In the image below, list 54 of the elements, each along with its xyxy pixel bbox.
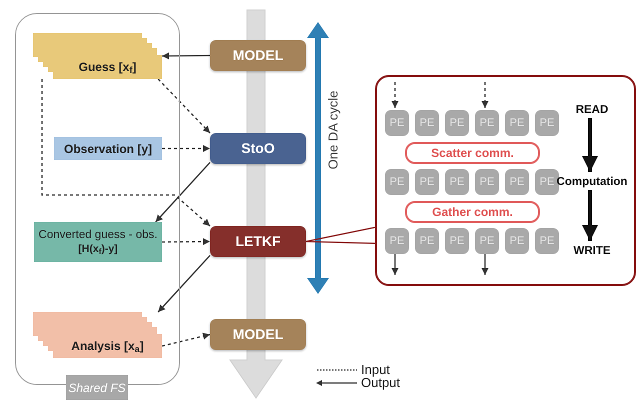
file-label: Guess [x$_{f}$]: [78, 59, 136, 76]
processing-element-box: PE: [475, 228, 499, 254]
arrow: [392, 252, 398, 275]
arrow: [162, 332, 210, 347]
data-box: [34, 222, 162, 262]
box-label: [H(x$_{f}$)-y]: [78, 242, 118, 256]
process-box: MODEL: [210, 40, 306, 71]
cycle-label: One DA cycle: [324, 90, 342, 170]
process-box: MODEL: [210, 319, 306, 350]
arrow: [162, 145, 210, 152]
processing-element-box: PE: [505, 110, 529, 136]
legend-label: Output: [361, 376, 400, 389]
processing-element-box: PE: [415, 110, 439, 136]
processing-element-box: PE: [535, 110, 559, 136]
processing-element-box: PE: [385, 110, 409, 136]
processing-element-box: PE: [505, 169, 529, 195]
step-label: WRITE: [569, 243, 615, 261]
processing-element-box: PE: [385, 228, 409, 254]
arrow: [158, 255, 210, 312]
processing-element-box: PE: [445, 110, 469, 136]
process-box: LETKF: [210, 226, 306, 257]
arrow: [582, 118, 598, 172]
stacked-file-shape: [33, 312, 162, 358]
file-label: Analysis [x$_{a}$]: [71, 338, 144, 355]
arrow: [162, 238, 210, 246]
box-label: Converted guess - obs.: [38, 228, 158, 242]
arrow: [158, 78, 210, 134]
communication-box: Scatter comm.: [405, 142, 540, 164]
processing-element-box: PE: [415, 228, 439, 254]
callout-pointer: [305, 226, 376, 244]
callout-panel: [375, 75, 636, 286]
arrow: [482, 252, 488, 275]
legend-label: Input: [361, 363, 390, 376]
arrow: [162, 52, 210, 60]
processing-element-box: PE: [535, 228, 559, 254]
processing-element-box: PE: [505, 228, 529, 254]
arrow: [392, 82, 398, 108]
processing-element-box: PE: [385, 169, 409, 195]
arrow: [582, 190, 598, 241]
processing-element-box: PE: [415, 169, 439, 195]
communication-box: Gather comm.: [405, 201, 540, 223]
data-box: Observation [y]: [54, 137, 162, 160]
processing-element-box: PE: [445, 228, 469, 254]
step-label: READ: [572, 102, 612, 120]
arrow: [482, 82, 488, 108]
shared-storage-panel: [15, 13, 180, 400]
arrow: [155, 162, 210, 222]
processing-element-box: PE: [475, 110, 499, 136]
stacked-file-shape: [33, 33, 162, 79]
process-box: StoO: [210, 133, 306, 164]
processing-element-box: PE: [445, 169, 469, 195]
storage-tab-label: Shared FS: [66, 375, 128, 400]
arrow: [41, 79, 210, 226]
processing-element-box: PE: [475, 169, 499, 195]
